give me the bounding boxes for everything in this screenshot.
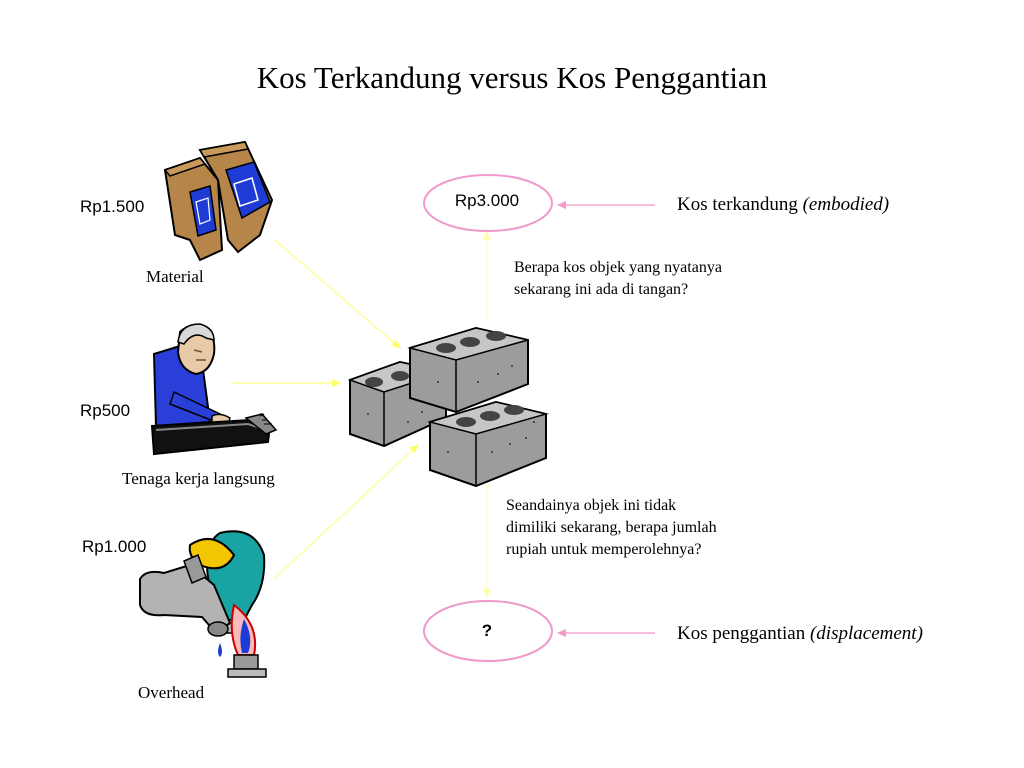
concrete-blocks-icon xyxy=(348,326,549,487)
labor-price: Rp500 xyxy=(80,401,131,420)
displacement-label-main: Kos penggantian xyxy=(677,623,806,644)
embodied-label-term: (embodied) xyxy=(802,194,890,215)
displacement-oval xyxy=(423,600,553,662)
embodied-label-main: Kos terkandung xyxy=(677,194,798,215)
material-label: Material xyxy=(146,267,204,286)
material-price: Rp1.500 xyxy=(80,197,145,216)
cement-bags-icon xyxy=(163,140,274,262)
displacement-label-term: (displacement) xyxy=(809,623,923,644)
worker-at-machine-icon xyxy=(150,323,278,456)
displacement-value: ? xyxy=(481,621,493,640)
embodied-value: Rp3.000 xyxy=(454,191,520,210)
embodied-question: Berapa kos objek yang nyatanya sekarang … xyxy=(514,257,722,301)
embodied-question-line: sekarang ini ada di tangan? xyxy=(514,281,689,298)
displacement-question-line: dimiliki sekarang, berapa jumlah xyxy=(506,519,717,536)
page-title: Kos Terkandung versus Kos Penggantian xyxy=(256,60,768,95)
overhead-to-blocks-arrow xyxy=(274,444,419,579)
overhead-price: Rp1.000 xyxy=(82,537,147,556)
displacement-label: Kos penggantian (displacement) xyxy=(677,623,923,645)
utilities-tap-gas-bulb-icon xyxy=(139,530,267,678)
overhead-label: Overhead xyxy=(138,683,205,702)
embodied-oval xyxy=(423,174,553,232)
displacement-question-line: rupiah untuk memperolehnya? xyxy=(506,541,702,558)
displacement-question-line: Seandainya objek ini tidak xyxy=(506,497,677,514)
embodied-question-line: Berapa kos objek yang nyatanya xyxy=(514,259,722,276)
displacement-question: Seandainya objek ini tidak dimiliki seka… xyxy=(506,495,717,561)
material-to-blocks-arrow xyxy=(274,239,401,349)
labor-label: Tenaga kerja langsung xyxy=(122,469,275,488)
embodied-label: Kos terkandung (embodied) xyxy=(677,194,889,216)
